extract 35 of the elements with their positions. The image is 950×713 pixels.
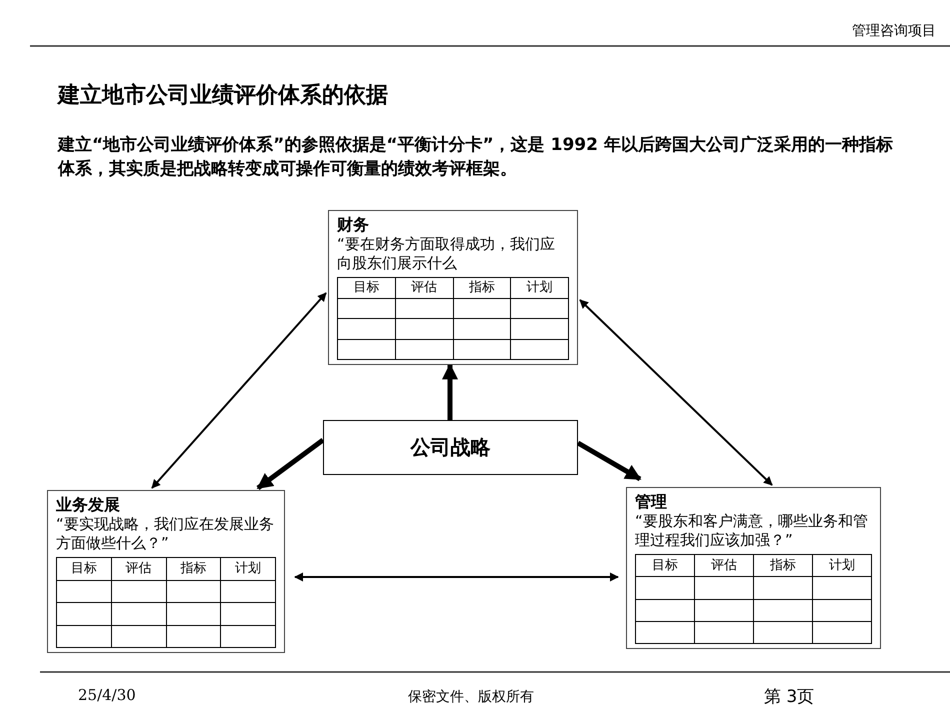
column-header: 指标	[754, 554, 812, 577]
footer-note: 保密文件、版权所有	[408, 688, 534, 706]
column-header: 目标	[338, 278, 396, 298]
quote-text: “要股东和客户满意，哪些业务和管理过程我们应该加强？”	[635, 512, 869, 550]
arrow	[442, 363, 458, 420]
box-heading: 财务	[337, 215, 370, 235]
intro-paragraph: 建立“地市公司业绩评价体系”的参照依据是“平衡计分卡”，这是 1992 年以后跨国大公司广泛采用的一种指标体系，其实质是把战略转变成可操作可衡量的绩效考评框架。	[58, 134, 894, 181]
column-header: 评估	[111, 558, 166, 580]
box-title: 公司战略	[410, 434, 490, 461]
arrow	[579, 299, 773, 486]
arrow	[256, 438, 324, 490]
perspective-box	[328, 210, 578, 365]
box-heading: 管理	[635, 492, 668, 512]
header-text: 管理咨询项目	[852, 22, 936, 40]
column-header: 计划	[220, 558, 276, 580]
page-title: 建立地市公司业绩评价体系的依据	[58, 82, 388, 110]
arrow	[151, 292, 327, 489]
column-header: 计划	[812, 554, 872, 577]
column-header: 评估	[694, 554, 754, 577]
strategy-box	[323, 420, 578, 475]
date-text: 25/4/30	[78, 686, 136, 704]
arrow	[576, 440, 642, 482]
column-header: 目标	[636, 554, 694, 577]
column-header: 目标	[56, 558, 112, 580]
column-header: 指标	[453, 278, 511, 298]
box-heading: 业务发展	[56, 495, 121, 515]
page-number: 第 3页	[764, 686, 814, 708]
column-header: 指标	[166, 558, 221, 580]
column-header: 计划	[510, 278, 568, 298]
column-header: 评估	[395, 278, 453, 298]
perspective-box	[47, 490, 285, 653]
arrow	[294, 572, 619, 582]
quote-text: “要在财务方面取得成功，我们应向股东们展示什么	[337, 235, 556, 273]
perspective-box	[626, 487, 881, 649]
quote-text: “要实现战略，我们应在发展业务方面做些什么？”	[56, 515, 275, 553]
